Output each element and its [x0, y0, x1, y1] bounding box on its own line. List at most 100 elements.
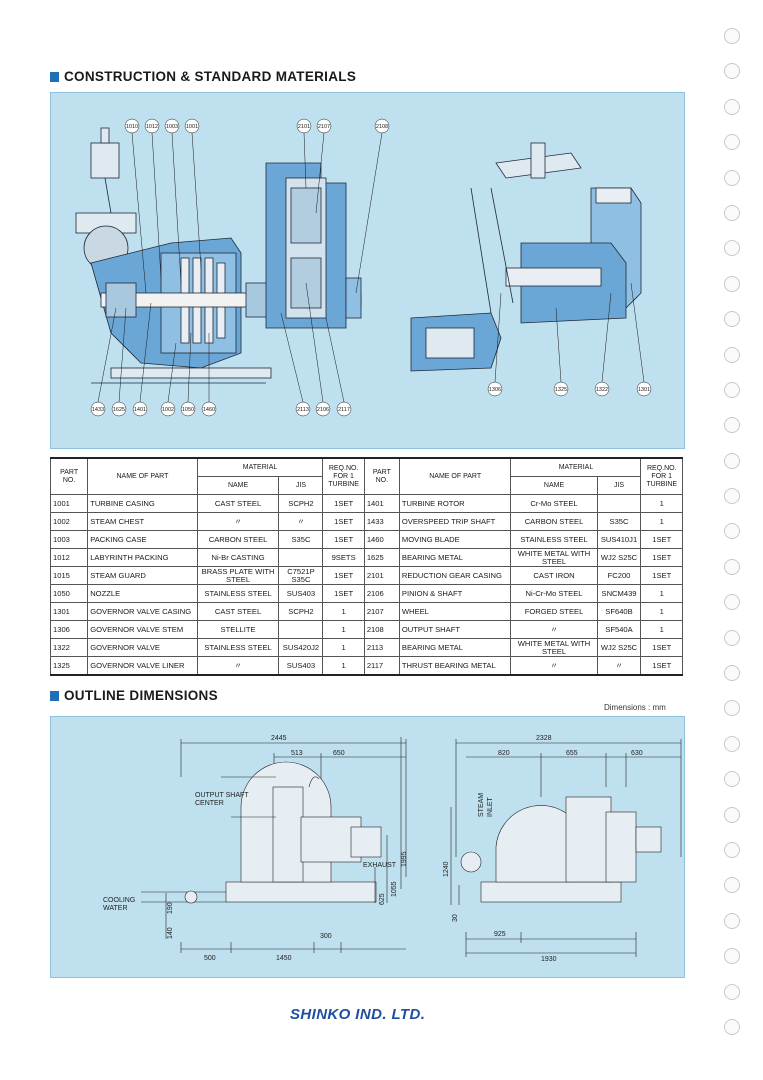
callout-label: 1012: [146, 124, 158, 130]
part-no: 1625: [363, 548, 400, 567]
part-name: BEARING METAL: [398, 548, 512, 567]
part-no: 2107: [363, 602, 400, 621]
construction-title-text: CONSTRUCTION & STANDARD MATERIALS: [64, 69, 357, 84]
outline-label: INLET: [487, 796, 494, 817]
callout-label: 1306: [489, 387, 501, 393]
material-jis: SNCM439: [596, 584, 642, 603]
outline-label: CENTER: [195, 800, 224, 807]
req-no: 1: [640, 584, 683, 603]
parts-materials-table: PART NO. NAME OF PART MATERIAL REQ.NO. F…: [49, 457, 683, 676]
req-no: 1: [322, 638, 365, 657]
table-row: 1325 GOVERNOR VALVE LINER 〃 SUS403 1 211…: [49, 656, 683, 676]
part-no: 2106: [363, 584, 400, 603]
dim-label: 820: [498, 750, 510, 757]
dim-label: 30: [452, 914, 459, 922]
outline-label: STEAM: [478, 793, 485, 817]
col-req-no: REQ.NO. FOR 1 TURBINE: [640, 457, 683, 495]
callout-label: 2117: [338, 407, 350, 413]
outline-section-title: OUTLINE DIMENSIONS: [50, 688, 218, 703]
part-no: 1003: [49, 530, 89, 549]
dim-label: 2445: [271, 735, 287, 742]
part-no: 1401: [363, 494, 400, 513]
part-name: THRUST BEARING METAL: [398, 656, 512, 676]
dim-label: 655: [566, 750, 578, 757]
section-bullet-icon: [50, 72, 59, 82]
part-name: LABYRINTH PACKING: [87, 548, 198, 567]
col-material-name: NAME: [510, 476, 598, 495]
part-name: REDUCTION GEAR CASING: [398, 566, 512, 585]
material-name: WHITE METAL WITH STEEL: [510, 548, 598, 567]
material-jis: S35C: [596, 512, 642, 531]
material-name: 〃: [510, 620, 598, 639]
part-name: WHEEL: [398, 602, 512, 621]
part-name: GOVERNOR VALVE LINER: [87, 656, 198, 676]
callout-label: 1010: [126, 124, 138, 130]
table-row: 1306 GOVERNOR VALVE STEM STELLITE 1 2108…: [49, 620, 683, 639]
material-jis: 〃: [596, 656, 642, 676]
req-no: 1SET: [322, 512, 365, 531]
dim-label: 925: [494, 931, 506, 938]
req-no: 1SET: [322, 584, 365, 603]
material-name: STELLITE: [196, 620, 280, 639]
req-no: 1SET: [640, 566, 683, 585]
table-row: 1003 PACKING CASE CARBON STEEL S35C 1SET…: [49, 530, 683, 549]
material-name: BRASS PLATE WITH STEEL: [196, 566, 280, 585]
req-no: 1: [640, 602, 683, 621]
col-part-no: PART NO.: [363, 457, 400, 495]
section-bullet-icon: [50, 691, 59, 701]
outline-label: WATER: [103, 905, 128, 912]
req-no: 1: [640, 620, 683, 639]
req-no: 1SET: [640, 530, 683, 549]
col-material-name: NAME: [196, 476, 280, 495]
table-row: 1002 STEAM CHEST 〃 〃 1SET 1433 OVERSPEED…: [49, 512, 683, 531]
part-no: 1001: [49, 494, 89, 513]
col-name-of-part: NAME OF PART: [87, 457, 198, 495]
part-name: GOVERNOR VALVE CASING: [87, 602, 198, 621]
table-row: 1050 NOZZLE STAINLESS STEEL SUS403 1SET …: [49, 584, 683, 603]
dim-label: 190: [167, 902, 174, 914]
outline-dimension-drawing: 2445 513 650 OUTPUT SHAFT CENTER EXHAUST…: [103, 735, 682, 963]
callout-label: 1301: [638, 387, 650, 393]
col-req-no: REQ.NO. FOR 1 TURBINE: [322, 457, 365, 495]
col-part-no: PART NO.: [49, 457, 89, 495]
callout-label: 1625: [113, 407, 125, 413]
dimensions-unit-note: Dimensions : mm: [604, 703, 666, 712]
material-name: STAINLESS STEEL: [196, 638, 280, 657]
material-name: WHITE METAL WITH STEEL: [510, 638, 598, 657]
dim-label: 1930: [541, 956, 557, 963]
col-jis: JIS: [278, 476, 324, 495]
part-no: 1325: [49, 656, 89, 676]
part-name: BEARING METAL: [398, 638, 512, 657]
part-no: 2113: [363, 638, 400, 657]
material-jis: SCPH2: [278, 494, 324, 513]
req-no: 1: [322, 656, 365, 676]
material-name: CARBON STEEL: [196, 530, 280, 549]
table-row: 1301 GOVERNOR VALVE CASING CAST STEEL SC…: [49, 602, 683, 621]
part-no: 1002: [49, 512, 89, 531]
construction-section-title: CONSTRUCTION & STANDARD MATERIALS: [50, 69, 356, 84]
dim-label: 140: [167, 927, 174, 939]
outline-title-text: OUTLINE DIMENSIONS: [64, 688, 218, 703]
material-jis: SUS420J2: [278, 638, 324, 657]
callout-label: 1460: [203, 407, 215, 413]
part-name: PINION & SHAFT: [398, 584, 512, 603]
material-jis: SCPH2: [278, 602, 324, 621]
callout-label: 1322: [596, 387, 608, 393]
material-name: STAINLESS STEEL: [510, 530, 598, 549]
material-jis: SF540A: [596, 620, 642, 639]
req-no: 9SETS: [322, 548, 365, 567]
material-jis: SF640B: [596, 602, 642, 621]
dim-label: 1240: [443, 861, 450, 877]
material-jis: SUS410J1: [596, 530, 642, 549]
part-no: 1015: [49, 566, 89, 585]
table-row: 1012 LABYRINTH PACKING Ni-Br CASTING 9SE…: [49, 548, 683, 567]
material-name: CAST IRON: [510, 566, 598, 585]
part-name: GOVERNOR VALVE STEM: [87, 620, 198, 639]
construction-drawing-panel: 1010 1012 1003 1001 2101 2107 2108: [50, 92, 685, 449]
part-name: OUTPUT SHAFT: [398, 620, 512, 639]
material-jis: [278, 548, 324, 567]
part-no: 1306: [49, 620, 89, 639]
table-row: 1015 STEAM GUARD BRASS PLATE WITH STEEL …: [49, 566, 683, 585]
dim-label: 650: [333, 750, 345, 757]
col-jis: JIS: [596, 476, 642, 495]
